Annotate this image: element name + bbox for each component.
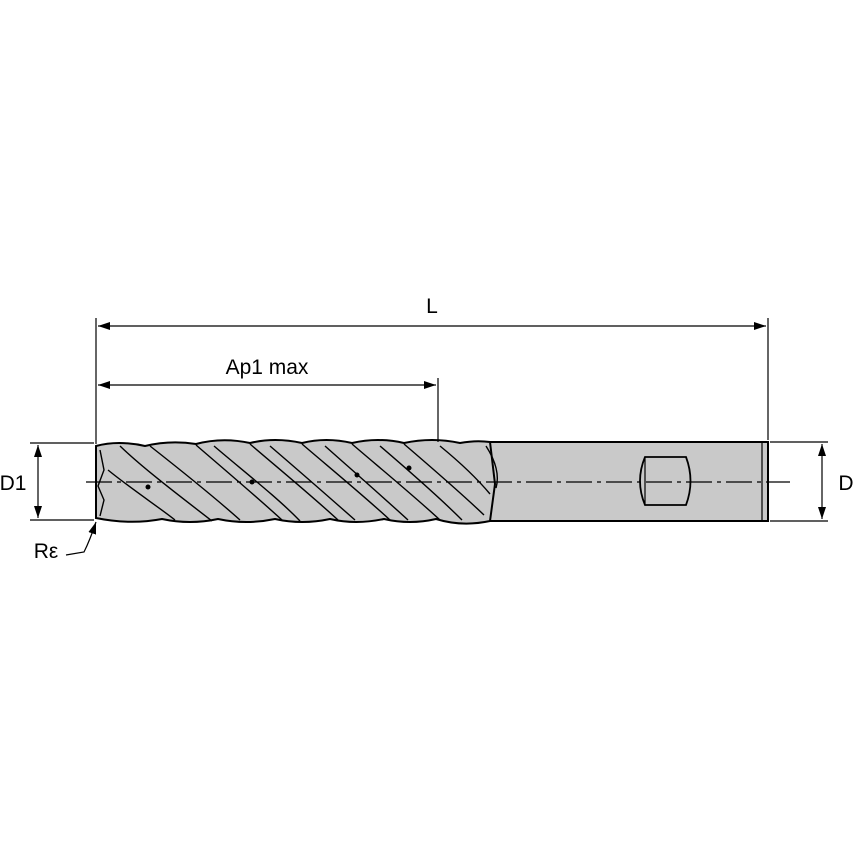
dimension-overall-length: L: [95, 295, 769, 444]
cutting-diameter-label: D1: [0, 472, 26, 495]
shank-diameter-label: D: [838, 472, 853, 495]
helix-lines: [107, 443, 499, 522]
dimension-cutting-diameter: D1: [0, 442, 94, 521]
dimension-shank-diameter: D: [770, 441, 854, 522]
overall-length-label: L: [426, 295, 438, 318]
corner-radius-label: Rε: [34, 540, 59, 563]
dimension-max-depth-of-cut: Ap1 max: [98, 356, 439, 442]
flute-marks: [145, 465, 412, 490]
shank-flat: [639, 456, 692, 506]
max-depth-of-cut-label: Ap1 max: [226, 356, 309, 379]
dimension-corner-radius: Rε: [34, 521, 97, 563]
